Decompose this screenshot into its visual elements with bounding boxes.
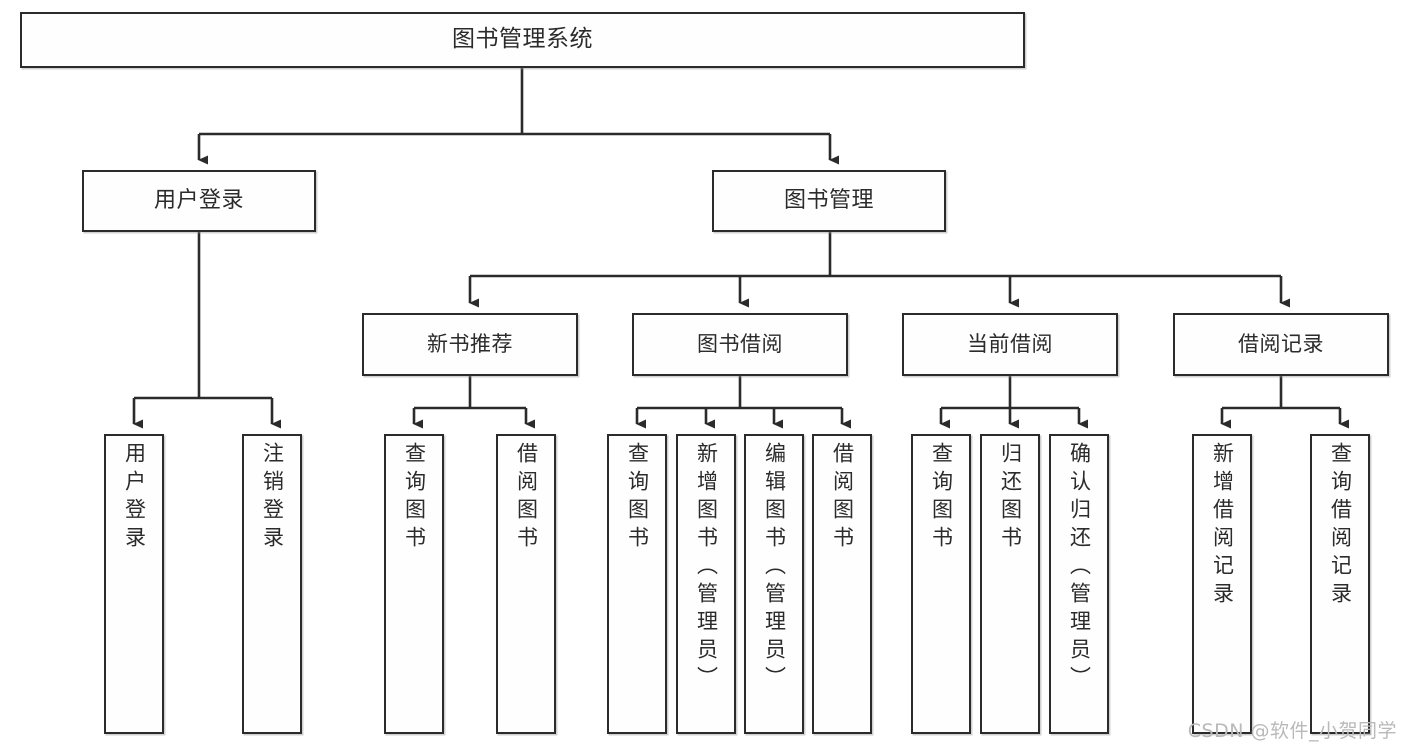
node-label: 借阅记录 bbox=[1238, 332, 1324, 357]
node-current-borrow[interactable]: 当前借阅 bbox=[902, 313, 1118, 376]
node-label: 查询图书 bbox=[929, 442, 954, 554]
node-label: 查询图书 bbox=[625, 442, 650, 554]
node-label: 新书推荐 bbox=[427, 332, 513, 357]
leaf-current-return-book[interactable]: 归还图书 bbox=[980, 434, 1040, 734]
leaf-recommend-borrow-book[interactable]: 借阅图书 bbox=[496, 434, 556, 734]
node-label: 用户登录 bbox=[153, 188, 244, 214]
node-book-borrow[interactable]: 图书借阅 bbox=[632, 313, 848, 376]
node-label: 图书借阅 bbox=[697, 332, 783, 357]
leaf-user-login-logout[interactable]: 注销登录 bbox=[242, 434, 302, 734]
node-label: 图书管理系统 bbox=[452, 26, 593, 53]
leaf-borrow-edit-book-admin[interactable]: 编辑图书（管理员） bbox=[744, 434, 804, 734]
node-label: 图书管理 bbox=[783, 188, 874, 214]
node-label: 查询借阅记录 bbox=[1328, 442, 1353, 610]
leaf-user-login-login[interactable]: 用户登录 bbox=[104, 434, 164, 734]
node-label: 用户登录 bbox=[122, 442, 147, 554]
node-new-book-recommend[interactable]: 新书推荐 bbox=[362, 313, 578, 376]
leaf-borrow-add-book-admin[interactable]: 新增图书（管理员） bbox=[676, 434, 736, 734]
leaf-borrow-query-book[interactable]: 查询图书 bbox=[607, 434, 667, 734]
node-root-book-management-system[interactable]: 图书管理系统 bbox=[20, 12, 1025, 68]
node-label: 编辑图书（管理员） bbox=[762, 442, 787, 694]
node-label: 注销登录 bbox=[260, 442, 285, 554]
node-label: 新增图书（管理员） bbox=[694, 442, 719, 694]
node-label: 确认归还（管理员） bbox=[1067, 442, 1092, 694]
node-label: 当前借阅 bbox=[967, 332, 1053, 357]
node-borrow-record[interactable]: 借阅记录 bbox=[1173, 313, 1389, 376]
watermark-text: CSDN @软件_小贺同学 bbox=[1187, 720, 1397, 742]
leaf-borrow-borrow-book[interactable]: 借阅图书 bbox=[812, 434, 872, 734]
node-user-login[interactable]: 用户登录 bbox=[82, 170, 316, 232]
node-label: 借阅图书 bbox=[514, 442, 539, 554]
node-book-management[interactable]: 图书管理 bbox=[712, 170, 946, 232]
leaf-record-add-record[interactable]: 新增借阅记录 bbox=[1192, 434, 1252, 734]
node-label: 归还图书 bbox=[998, 442, 1023, 554]
node-label: 借阅图书 bbox=[830, 442, 855, 554]
node-label: 查询图书 bbox=[402, 442, 427, 554]
leaf-recommend-query-book[interactable]: 查询图书 bbox=[384, 434, 444, 734]
leaf-current-query-book[interactable]: 查询图书 bbox=[911, 434, 971, 734]
leaf-current-confirm-return-admin[interactable]: 确认归还（管理员） bbox=[1049, 434, 1109, 734]
node-label: 新增借阅记录 bbox=[1210, 442, 1235, 610]
leaf-record-query-record[interactable]: 查询借阅记录 bbox=[1310, 434, 1370, 734]
